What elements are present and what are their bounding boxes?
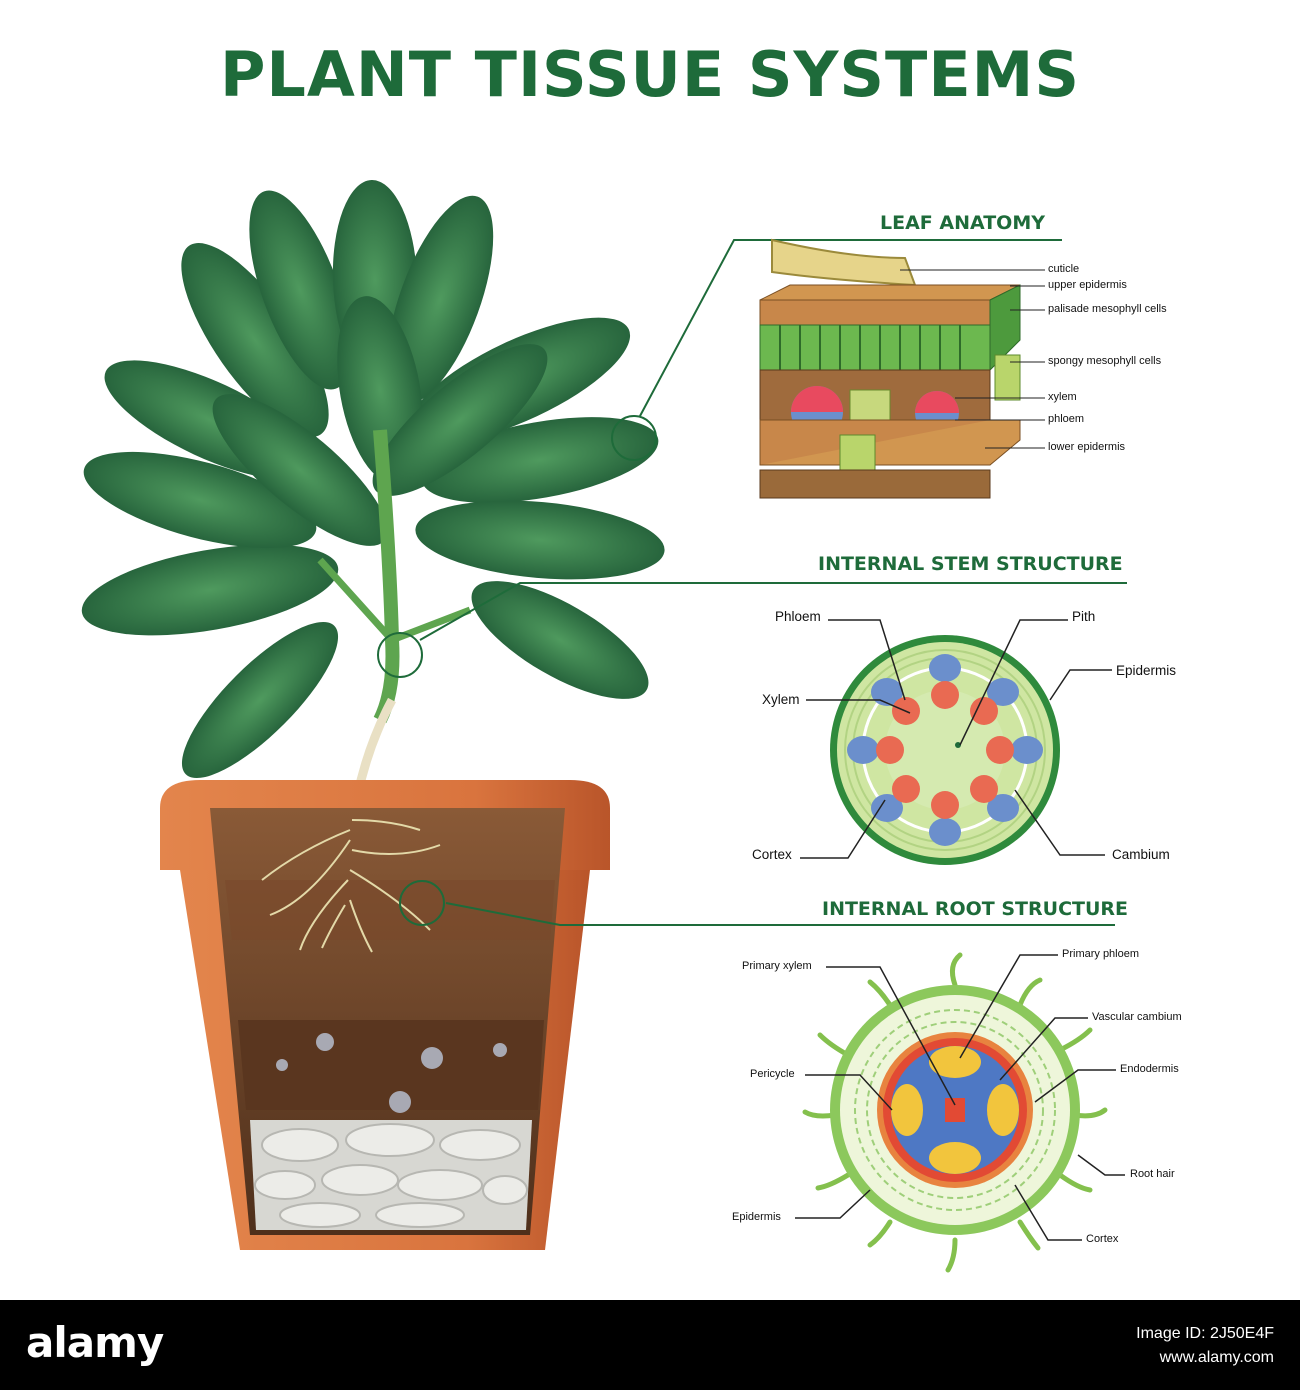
leaf (81, 544, 339, 636)
image-id-text: Image ID: 2J50E4F (1136, 1325, 1274, 1342)
leaf-label-leaders (900, 269, 1045, 449)
root-label-pericycle: Pericycle (750, 1068, 795, 1080)
brand-logo: alamy (26, 1318, 164, 1367)
leaf (372, 344, 548, 496)
root-label-root-hair: Root hair (1130, 1168, 1175, 1180)
root-label-vascular-cambium: Vascular cambium (1092, 1011, 1182, 1023)
leaf (415, 500, 665, 580)
stem-label-pith: Pith (1072, 609, 1096, 624)
stem-cross-section (830, 635, 1060, 865)
page-title: PLANT TISSUE SYSTEMS (219, 38, 1081, 111)
root-structure-heading: INTERNAL ROOT STRUCTURE (822, 898, 1129, 920)
leaf-label-xylem: xylem (1048, 391, 1077, 403)
leaf-label-phloem: phloem (1048, 413, 1085, 425)
stem-label-cambium: Cambium (1112, 847, 1170, 862)
stem-label-epidermis: Epidermis (1116, 663, 1177, 678)
root-label-primary-phloem: Primary phloem (1062, 948, 1140, 960)
plant-leaves (81, 180, 665, 779)
callout-lines (377, 239, 1127, 926)
leaf-anatomy-heading: LEAF ANATOMY (880, 212, 1045, 234)
leaf (83, 451, 317, 549)
stem-label-cortex: Cortex (752, 847, 792, 862)
leaf-label-spongy: spongy mesophyll cells (1048, 355, 1162, 367)
leaf-anatomy-illustration (759, 238, 1021, 499)
stem-label-phloem: Phloem (775, 609, 821, 624)
root-cross-section (802, 952, 1108, 1273)
plant-roots (261, 819, 441, 953)
leaf (181, 621, 339, 779)
footer-info: Image ID: 2J50E4F www.alamy.com (1136, 1322, 1274, 1370)
leaf (181, 243, 329, 437)
root-label-endodermis: Endodermis (1120, 1063, 1179, 1075)
leaf-label-lower-epidermis: lower epidermis (1048, 441, 1126, 453)
flower-pot (160, 780, 610, 1250)
leaf-label-upper-epidermis: upper epidermis (1048, 279, 1127, 291)
stem-structure-heading: INTERNAL STEM STRUCTURE (818, 553, 1123, 575)
illustration (81, 180, 1127, 1273)
stock-footer: alamy Image ID: 2J50E4F www.alamy.com (0, 1300, 1300, 1390)
leaf (212, 394, 388, 546)
root-label-epidermis: Epidermis (732, 1211, 781, 1223)
leaf (471, 581, 649, 699)
root-label-primary-xylem: Primary xylem (742, 960, 812, 972)
leaf (386, 195, 494, 405)
site-url-text: www.alamy.com (1159, 1349, 1274, 1366)
root-label-cortex: Cortex (1086, 1233, 1119, 1245)
stem-label-leaders (800, 619, 1112, 859)
leaf-label-palisade: palisade mesophyll cells (1048, 303, 1167, 315)
leaf-label-cuticle: cuticle (1048, 263, 1080, 275)
stem-label-xylem: Xylem (762, 692, 800, 707)
leaf (249, 190, 351, 390)
root-label-leaders (795, 954, 1125, 1241)
